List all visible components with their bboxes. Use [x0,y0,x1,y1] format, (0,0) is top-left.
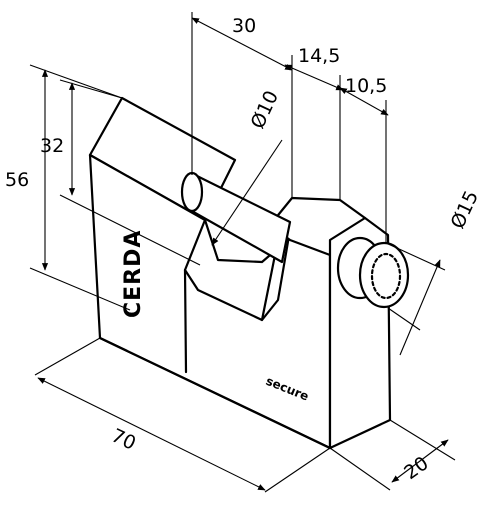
dim-width-label: 70 [108,425,139,455]
dim-lock-body-label: 14,5 [298,45,340,67]
dim-shackle-diameter-label: Ø10 [247,87,283,132]
dim-height: 56 [5,64,131,311]
dim-cylinder-diameter-label: Ø15 [447,187,483,232]
dim-shackle-span-label: 30 [232,15,256,37]
dim-depth-label: 20 [400,452,432,484]
cylinder-inner [370,252,402,300]
shackle-bar [188,173,292,264]
dim-height-label: 56 [5,169,29,191]
front-split-edge [183,268,188,374]
dim-lock-body: 14,5 [284,45,344,200]
padlock-body [88,96,410,450]
shackle-window [203,218,278,322]
dim-shackle-height: 32 [40,79,201,266]
dim-cylinder-length: 10,5 [339,75,389,243]
dim-cylinder-length-label: 10,5 [345,75,387,97]
brand-logo: CERDA [121,230,146,318]
shackle-end [180,171,204,213]
dim-shackle-height-label: 32 [40,135,64,157]
